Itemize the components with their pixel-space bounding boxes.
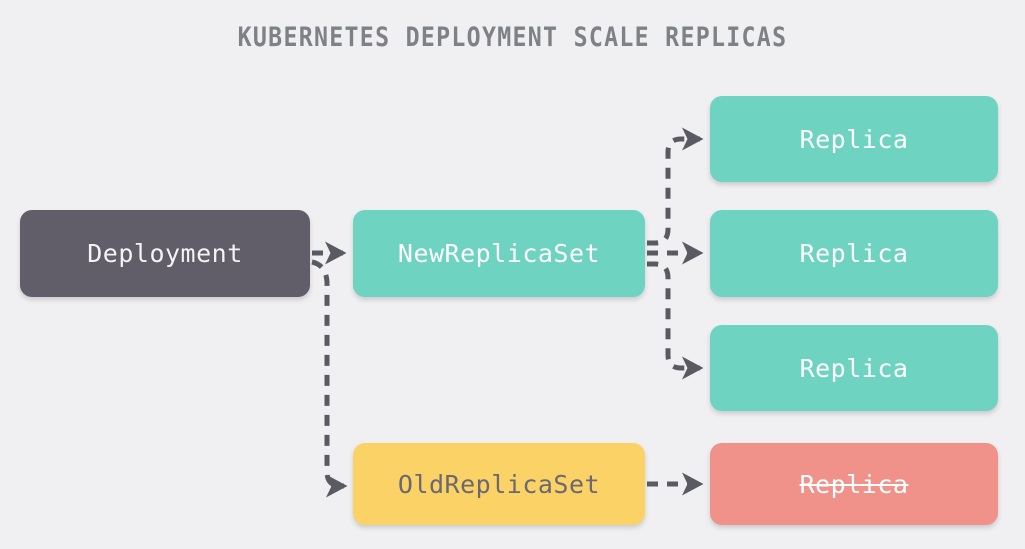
node-label-new-replicaset: NewReplicaSet — [397, 239, 601, 268]
node-label-replica-terminated: Replica — [799, 469, 909, 499]
node-replica-terminated[interactable]: Replica — [710, 443, 998, 525]
node-label-replica-2: Replica — [799, 239, 909, 268]
node-label-replica-1: Replica — [799, 124, 909, 154]
node-label-old-replicaset: OldReplicaSet — [397, 469, 601, 499]
node-deployment[interactable]: Deployment — [20, 210, 310, 297]
node-replica-3[interactable]: Replica — [710, 325, 998, 411]
node-label-deployment: Deployment — [87, 239, 243, 268]
connector-new-replicaset-to-replica-1 — [647, 127, 704, 246]
node-replica-1[interactable]: Replica — [710, 96, 998, 182]
node-old-replicaset[interactable]: OldReplicaSet — [353, 443, 645, 525]
page-title: KUBERNETES DEPLOYMENT SCALE REPLICAS — [237, 22, 788, 53]
node-new-replicaset[interactable]: NewReplicaSet — [353, 210, 645, 297]
node-replica-2[interactable]: Replica — [710, 210, 998, 297]
node-label-replica-3: Replica — [799, 353, 909, 383]
connector-new-replicaset-to-replica-3 — [647, 261, 704, 380]
connector-deployment-to-old-replicaset — [311, 259, 348, 498]
